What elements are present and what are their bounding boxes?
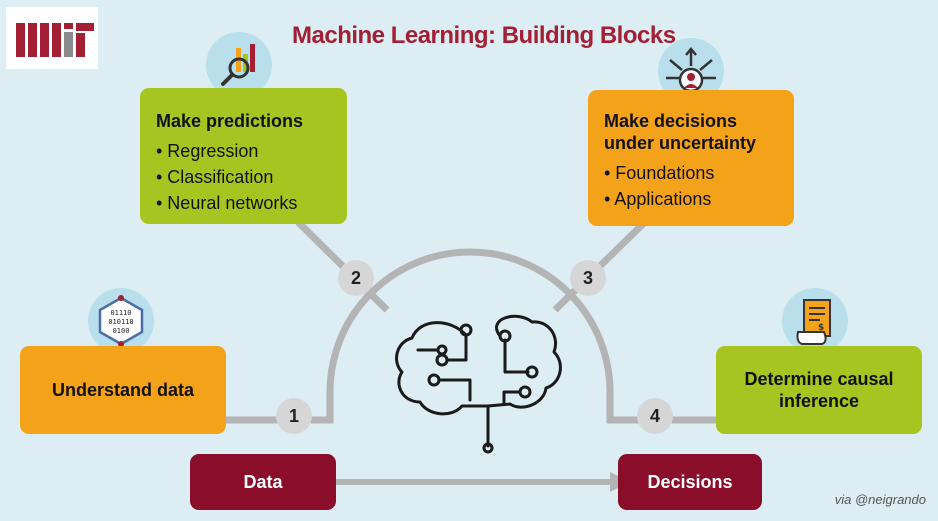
svg-text:$: $ <box>818 323 824 333</box>
document-invoice-icon: $ <box>782 288 848 354</box>
step-number-2: 2 <box>338 260 374 296</box>
determine-causal-inference-box: Determine causal inference <box>716 346 922 434</box>
make-decisions-heading: Make decisions under uncertainty <box>604 111 757 153</box>
make-decisions-list: • Foundations • Applications <box>604 160 794 212</box>
list-item: • Neural networks <box>156 193 298 213</box>
make-predictions-heading: Make predictions <box>156 111 304 131</box>
svg-text:0100: 0100 <box>113 327 130 335</box>
step-number-3: 3 <box>570 260 606 296</box>
list-item: • Classification <box>156 167 274 187</box>
mit-logo-mark <box>16 23 94 57</box>
brain-circuit-icon <box>395 314 562 454</box>
understand-data-box: Understand data <box>20 346 226 434</box>
svg-text:01110: 01110 <box>110 309 131 317</box>
chart-magnifier-icon <box>206 32 272 98</box>
data-box: Data <box>190 454 336 510</box>
make-decisions-box: Make decisions under uncertainty • Found… <box>588 90 794 226</box>
svg-text:010110: 010110 <box>108 318 133 326</box>
list-item: • Applications <box>604 189 712 209</box>
make-predictions-box: Make predictions • Regression • Classifi… <box>140 88 347 224</box>
list-item: • Regression <box>156 141 259 161</box>
credit-text: via @neigrando <box>834 492 926 507</box>
step-number-1: 1 <box>276 398 312 434</box>
mit-logo <box>6 7 98 69</box>
binary-data-icon: 01110 010110 0100 <box>88 288 154 354</box>
step-number-4: 4 <box>637 398 673 434</box>
arch-connector <box>296 248 655 424</box>
decisions-box: Decisions <box>618 454 762 510</box>
make-predictions-list: • Regression • Classification • Neural n… <box>156 138 347 216</box>
list-item: • Foundations <box>604 163 715 183</box>
page-title: Machine Learning: Building Blocks <box>292 22 676 49</box>
